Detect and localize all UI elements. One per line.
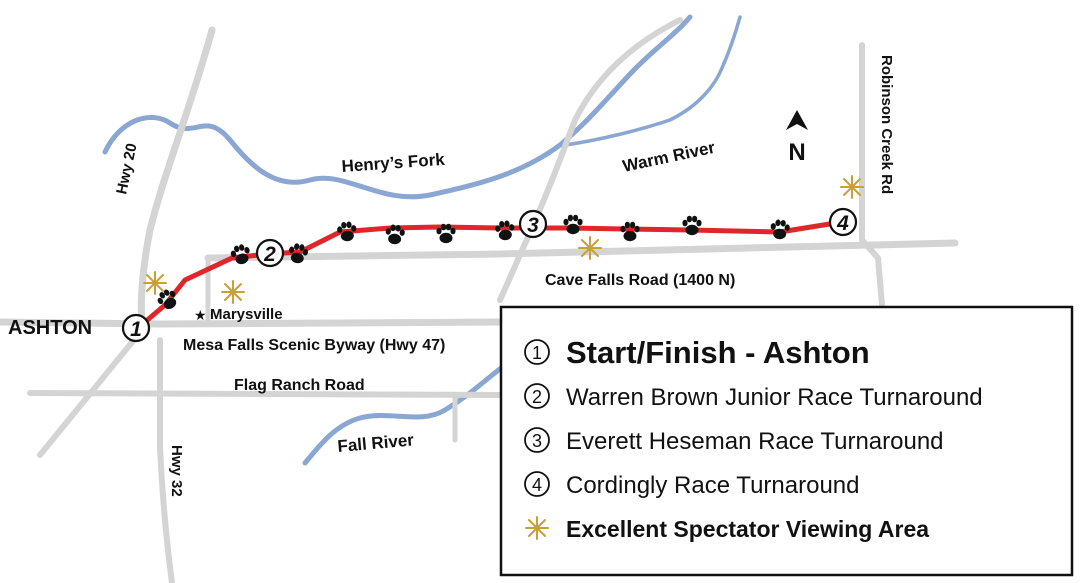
fall-river-label: Fall River [337,430,415,456]
town-star-icon: ★ [194,308,207,324]
spectator-star-icon [143,271,167,295]
mesa-falls-byway-road [0,318,504,328]
henrys-fork-label: Henry’s Fork [341,150,446,176]
hwy-32-road [157,337,175,583]
marker-1: 1 [121,313,151,343]
marysville-label: Marysville [210,306,283,323]
marker-4: 4 [828,207,858,237]
robinson-creek-road [859,42,885,308]
warm-river-label: Warm River [621,138,717,176]
race-route [142,219,845,325]
svg-text:Warren Brown Junior Race Turna: Warren Brown Junior Race Turnaround [566,384,983,411]
svg-text:1: 1 [532,343,542,363]
hwy-20-road [137,26,216,324]
svg-text:Excellent Spectator Viewing Ar: Excellent Spectator Viewing Area [566,516,929,542]
svg-text:4: 4 [532,475,542,495]
svg-text:3: 3 [532,431,542,451]
marker-3: 3 [518,209,548,239]
legend-item-everett-heseman: 3 Everett Heseman Race Turnaround [524,427,944,455]
svg-text:2: 2 [532,387,542,407]
spectator-star-icon [525,516,549,540]
legend-item-cordingly: 4 Cordingly Race Turnaround [524,471,860,499]
svg-text:3: 3 [527,214,539,237]
spectator-star-icon [221,280,245,304]
hwy-20-label: Hwy 20 [113,142,140,196]
svg-text:N: N [788,139,805,166]
paw-icon [620,221,640,242]
fall-river [302,362,508,466]
svg-text:Everett Heseman Race Turnaroun: Everett Heseman Race Turnaround [566,428,944,455]
flag-ranch-road [27,390,503,398]
spectator-star-icon [840,175,864,199]
svg-text:2: 2 [263,243,276,266]
svg-text:Cordingly Race Turnaround: Cordingly Race Turnaround [566,472,860,499]
legend-item-start-finish: 1 Start/Finish - Ashton [524,335,870,370]
cave-falls-road [204,239,959,262]
paw-icon [336,220,358,243]
legend-box: 1 Start/Finish - Ashton 2 Warren Brown J… [499,305,1074,577]
svg-text:1: 1 [130,318,142,341]
spectator-star-icon [578,236,602,260]
paw-icon [563,214,583,235]
mesa-falls-label: Mesa Falls Scenic Byway (Hwy 47) [183,337,445,354]
svg-text:Start/Finish - Ashton: Start/Finish - Ashton [566,335,870,370]
warm-river [563,15,742,147]
marysville-town: ★ Marysville [194,306,283,324]
north-arrow-icon: N [786,110,808,166]
svg-text:4: 4 [836,212,849,235]
cave-falls-label: Cave Falls Road (1400 N) [545,272,735,289]
legend-item-spectator: Excellent Spectator Viewing Area [525,516,929,542]
hwy-32-label: Hwy 32 [168,445,185,497]
route-markers: 1 2 3 4 [121,207,858,343]
marker-2: 2 [255,238,285,268]
flag-ranch-label: Flag Ranch Road [234,377,365,394]
legend-item-warren-brown: 2 Warren Brown Junior Race Turnaround [524,383,983,411]
paw-icon [769,218,791,241]
robinson-creek-label: Robinson Creek Rd [878,55,895,194]
ashton-label: ASHTON [8,317,92,339]
paw-icon [494,219,516,242]
